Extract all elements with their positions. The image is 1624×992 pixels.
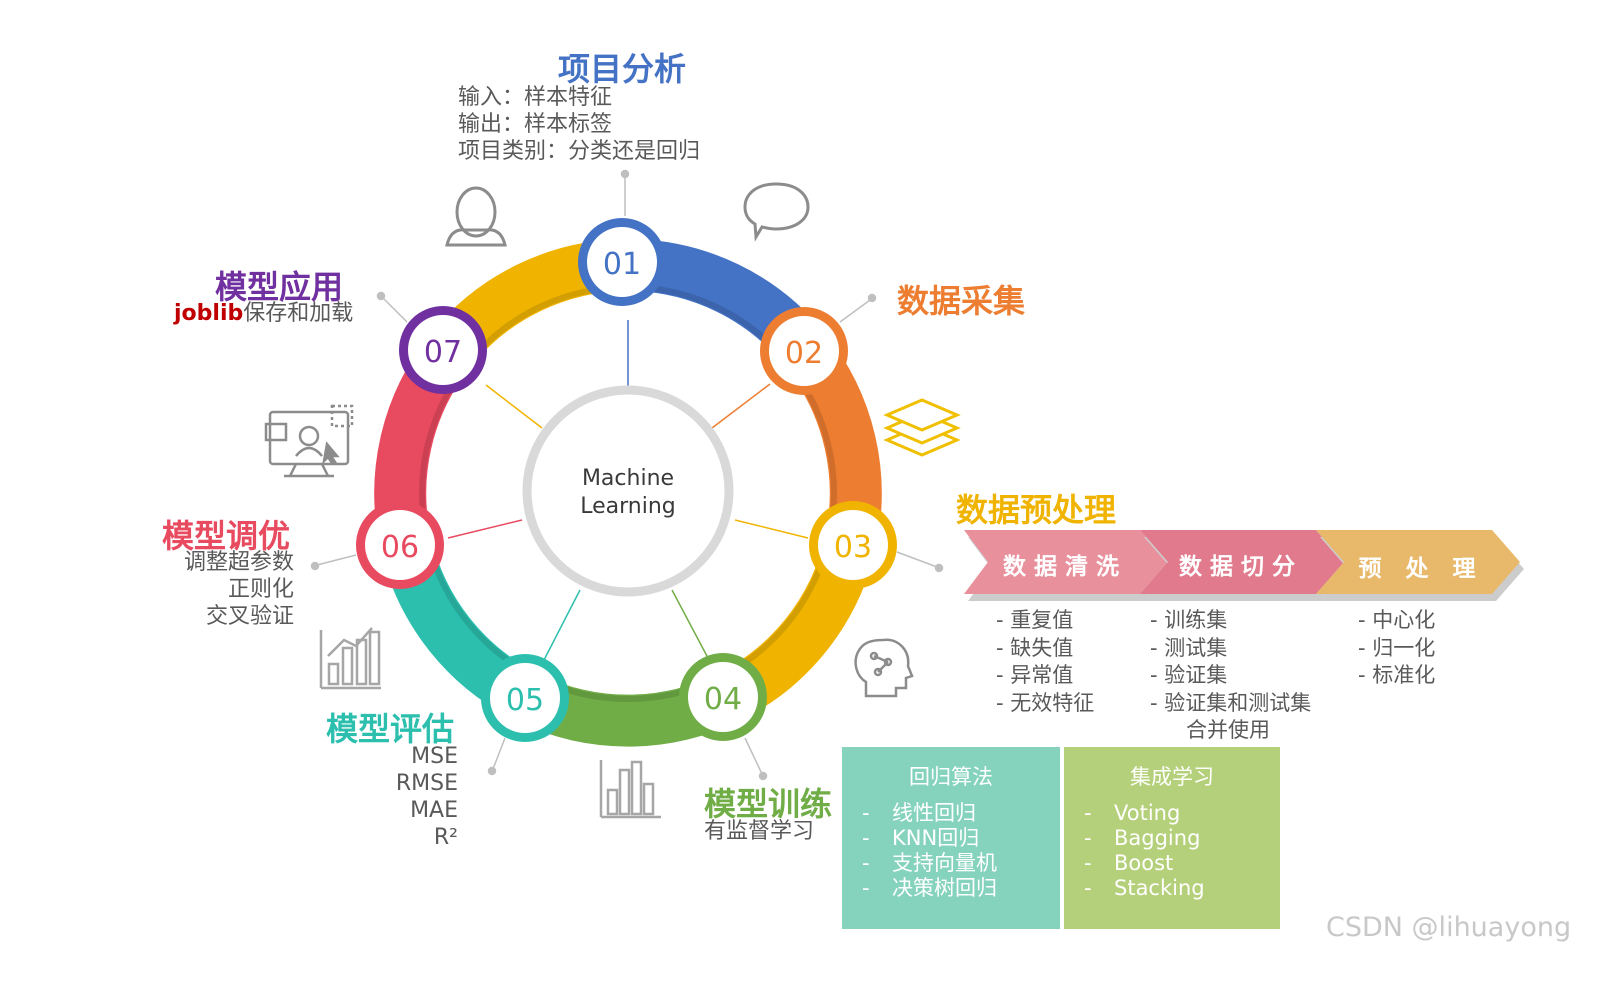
step-title-06: 模型调优 bbox=[162, 517, 291, 555]
step-number: 07 bbox=[424, 335, 462, 370]
list-item: - 归一化 bbox=[1358, 635, 1436, 660]
desc-line: MSE bbox=[411, 744, 458, 769]
brain-icon bbox=[854, 638, 914, 698]
list-item: -支持向量机 bbox=[862, 851, 997, 875]
split-list: - 训练集 - 测试集 - 验证集 - 验证集和测试集 合并使用 bbox=[1150, 607, 1311, 745]
chat-bubble-icon bbox=[743, 182, 810, 242]
desc-line: 输入：样本特征 bbox=[458, 85, 613, 110]
step-desc-05: MSE RMSE MAE R² bbox=[360, 743, 458, 851]
step-title-05: 模型评估 bbox=[326, 710, 455, 748]
step-title-07: 模型应用 bbox=[215, 268, 344, 306]
step-node-04: 04 bbox=[679, 653, 767, 741]
list-item: -决策树回归 bbox=[862, 876, 997, 900]
arrow-label-preprocess: 预 处 理 bbox=[1358, 556, 1484, 582]
step-node-03: 03 bbox=[809, 501, 897, 589]
arrow-data-split bbox=[1140, 530, 1344, 594]
step-title-03: 数据预处理 bbox=[956, 491, 1117, 529]
list-item: - 重复值 bbox=[996, 608, 1074, 632]
desc-line: 项目类别：分类还是回归 bbox=[458, 139, 701, 164]
spoke-04 bbox=[671, 589, 709, 659]
step-number: 05 bbox=[506, 683, 544, 718]
center-label-line2: Learning bbox=[580, 494, 676, 519]
list-item: -线性回归 bbox=[862, 801, 976, 825]
arrow-preprocess bbox=[1316, 530, 1520, 594]
spoke-05 bbox=[543, 589, 581, 661]
bar-chart-icon bbox=[599, 760, 661, 819]
step-desc-01: 输入：样本特征 输出：样本标签 项目类别：分类还是回归 bbox=[458, 84, 700, 165]
list-item: - 训练集 bbox=[1150, 608, 1228, 632]
watermark: CSDN @lihuayong bbox=[1326, 912, 1572, 943]
growth-chart-icon bbox=[319, 627, 381, 690]
list-item: - 异常值 bbox=[996, 663, 1074, 687]
desc-line: MAE bbox=[410, 798, 458, 823]
step-number: 06 bbox=[381, 530, 419, 565]
save-load-label: 保存和加载 bbox=[243, 301, 354, 326]
step-desc-06: 调整超参数 正则化 交叉验证 bbox=[150, 549, 294, 630]
desc-line: 正则化 bbox=[227, 577, 294, 602]
arrow-label-data-split: 数据切分 bbox=[1179, 554, 1303, 580]
desc-line: 交叉验证 bbox=[205, 604, 294, 629]
list-item: - 验证集和测试集 bbox=[1150, 690, 1312, 715]
step-node-01: 01 bbox=[578, 218, 666, 306]
list-item: 合并使用 bbox=[1186, 718, 1270, 742]
step-number: 04 bbox=[704, 682, 742, 717]
step-number: 02 bbox=[785, 336, 823, 371]
user-icon bbox=[445, 186, 507, 247]
spoke-06 bbox=[447, 519, 523, 539]
spoke-03 bbox=[734, 519, 809, 539]
desc-line: 调整超参数 bbox=[183, 550, 294, 575]
list-item: -Stacking bbox=[1084, 876, 1205, 900]
step-title-01: 项目分析 bbox=[558, 50, 687, 88]
step-node-06: 06 bbox=[356, 501, 444, 589]
spoke-07 bbox=[485, 384, 543, 429]
list-item: - 中心化 bbox=[1358, 608, 1436, 632]
center-label-line1: Machine bbox=[582, 466, 674, 491]
step-number: 03 bbox=[834, 530, 872, 565]
center-circle bbox=[522, 385, 734, 597]
cleaning-list: - 重复值 - 缺失值 - 异常值 - 无效特征 bbox=[996, 607, 1094, 717]
box-header: 集成学习 bbox=[1130, 765, 1214, 789]
joblib-label: joblib bbox=[174, 301, 244, 326]
desc-line: 输出：样本标签 bbox=[458, 112, 613, 137]
desc-line: RMSE bbox=[395, 771, 458, 796]
preprocess-arrows bbox=[964, 530, 1524, 601]
list-item: - 缺失值 bbox=[996, 635, 1074, 660]
list-item: - 验证集 bbox=[1150, 663, 1228, 687]
step-node-02: 02 bbox=[760, 307, 848, 395]
list-item: - 无效特征 bbox=[996, 690, 1095, 715]
step-title-04: 模型训练 bbox=[704, 785, 833, 823]
monitor-profile-icon bbox=[264, 404, 354, 478]
preprocess-list: - 中心化 - 归一化 - 标准化 bbox=[1358, 607, 1435, 690]
list-item: -Voting bbox=[1084, 801, 1181, 825]
arrow-data-cleaning bbox=[964, 530, 1168, 594]
list-item: -Boost bbox=[1084, 851, 1174, 875]
list-item: -KNN回归 bbox=[862, 826, 980, 850]
step-node-07: 07 bbox=[399, 306, 487, 394]
regression-algorithms-box: 回归算法 -线性回归 -KNN回归 -支持向量机 -决策树回归 bbox=[842, 747, 1060, 929]
desc-line: R² bbox=[433, 825, 458, 850]
step-number: 01 bbox=[603, 247, 641, 282]
layers-icon bbox=[883, 398, 961, 457]
list-item: - 测试集 bbox=[1150, 635, 1228, 660]
step-desc-07: joblib保存和加载 bbox=[174, 300, 353, 327]
list-item: - 标准化 bbox=[1358, 663, 1436, 687]
step-desc-04: 有监督学习 bbox=[704, 819, 815, 844]
box-header: 回归算法 bbox=[909, 765, 993, 789]
spoke-02 bbox=[711, 383, 771, 429]
step-title-02: 数据采集 bbox=[897, 282, 1026, 320]
list-item: -Bagging bbox=[1084, 826, 1201, 850]
step-node-05: 05 bbox=[481, 654, 569, 742]
ensemble-learning-box: 集成学习 -Voting -Bagging -Boost -Stacking bbox=[1064, 747, 1280, 929]
arrow-label-data-cleaning: 数据清洗 bbox=[1003, 554, 1127, 580]
